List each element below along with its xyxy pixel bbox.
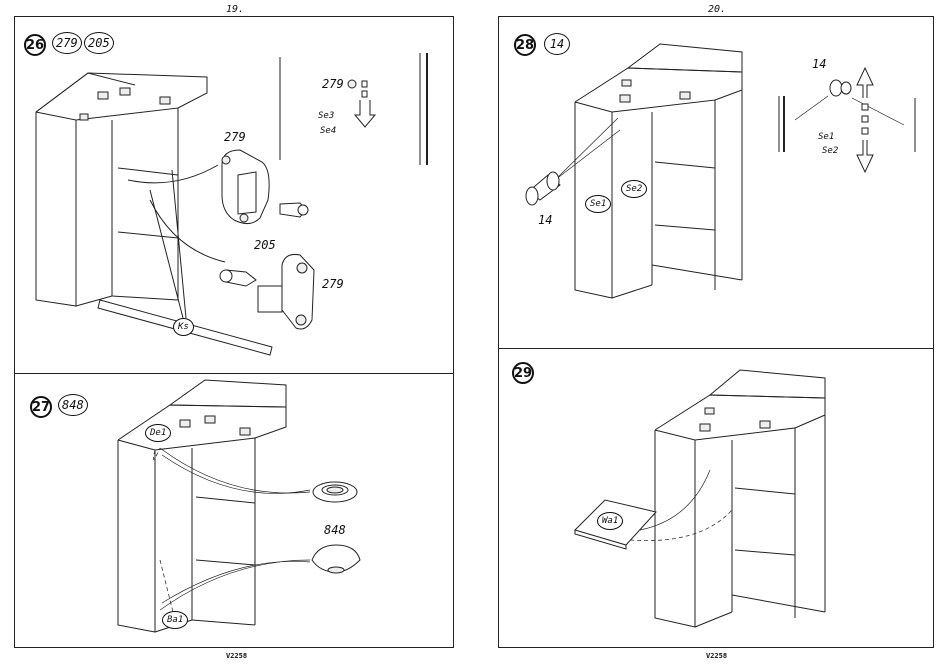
cabinet-step-29 <box>575 370 825 627</box>
hole-detail-step-26 <box>280 53 427 165</box>
tag-de1: De1 <box>145 424 171 442</box>
label-dowel-14: 14 <box>538 214 552 226</box>
footer-code-left: V2258 <box>226 652 247 660</box>
cabinet-step-27 <box>118 380 310 632</box>
label-se1: Se1 <box>818 133 834 142</box>
tag-wa1: Wa1 <box>597 512 623 530</box>
step-number-28: 28 <box>514 34 536 56</box>
step-number-26: 26 <box>24 34 46 56</box>
dowel-step-28 <box>526 172 560 205</box>
tag-ks: Ks <box>173 318 194 336</box>
part-badge-279: 279 <box>52 32 82 54</box>
label-se2: Se2 <box>822 147 838 156</box>
label-cover-848: 848 <box>324 524 346 536</box>
tag-se2: Se2 <box>621 180 647 198</box>
label-fitting-279-b: 279 <box>322 278 344 290</box>
step-number-27: 27 <box>30 396 52 418</box>
footer-code-right: V2258 <box>706 652 727 660</box>
label-se3: Se3 <box>318 112 334 121</box>
tag-se1: Se1 <box>585 195 611 213</box>
hole-detail-step-28 <box>779 68 915 172</box>
part-badge-14: 14 <box>544 33 570 55</box>
part-badge-205: 205 <box>84 32 114 54</box>
cabinet-step-28 <box>555 44 742 298</box>
label-screw-205: 205 <box>254 239 276 251</box>
label-se4: Se4 <box>320 127 336 136</box>
part-badge-848: 848 <box>58 394 88 416</box>
tag-ba1: Ba1 <box>162 611 188 629</box>
label-inset-14: 14 <box>812 58 826 70</box>
label-fitting-279: 279 <box>224 131 246 143</box>
step-number-29: 29 <box>512 362 534 384</box>
label-inset-279: 279 <box>322 78 344 90</box>
